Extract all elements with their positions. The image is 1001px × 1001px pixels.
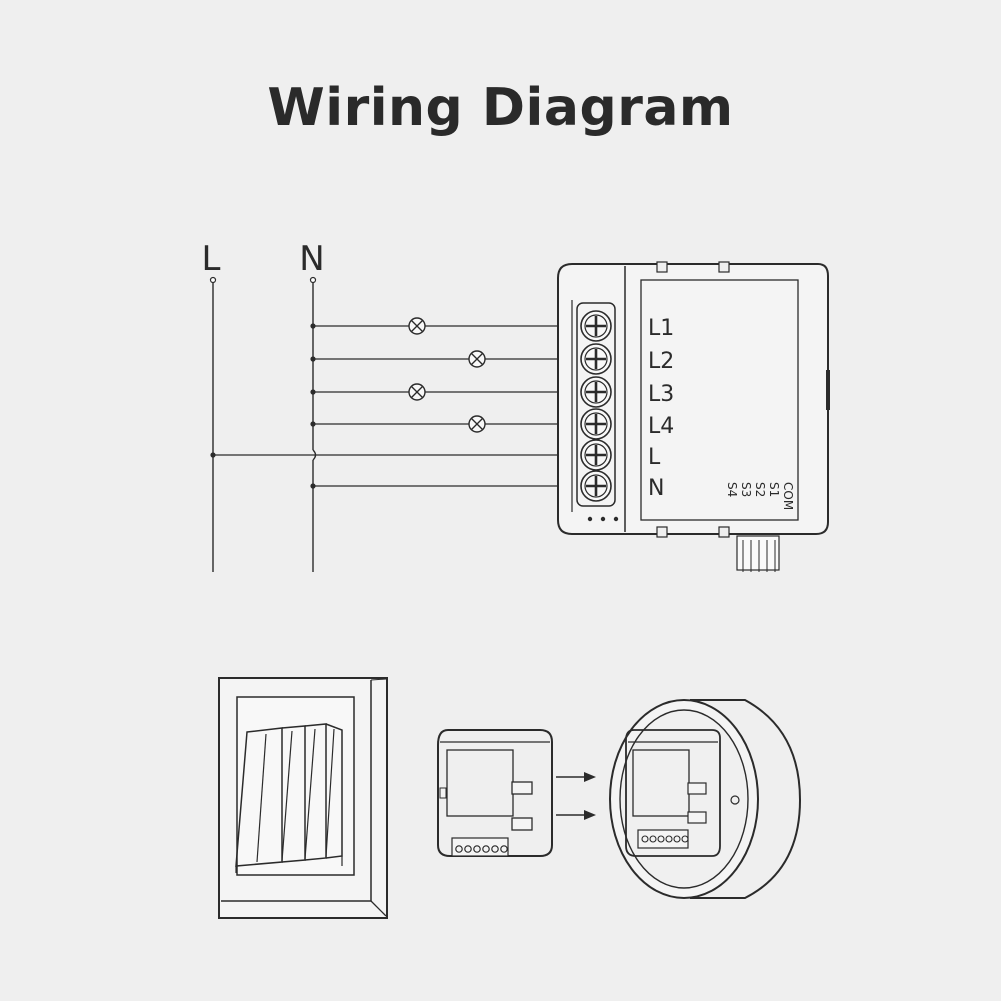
terminal-label: L4 — [648, 414, 674, 439]
branch-wire — [310, 317, 588, 335]
branch-wire — [310, 350, 588, 368]
wall-switch-illustration — [218, 677, 388, 919]
live-label: L — [202, 239, 221, 279]
branch-wire — [310, 483, 588, 489]
neutral-label: N — [299, 239, 324, 279]
switch-pin-header — [736, 535, 780, 572]
insert-arrows — [556, 772, 596, 820]
branch-wire — [310, 383, 588, 401]
wall-box-illustration — [609, 699, 802, 899]
terminal-label: L2 — [648, 349, 674, 374]
branch-wire — [310, 415, 588, 433]
terminal-screw — [580, 376, 612, 408]
lamp-icon — [468, 350, 486, 368]
switch-terminal-label: COM — [781, 482, 795, 510]
terminal-screws — [580, 310, 612, 502]
terminal-label: L — [648, 445, 661, 470]
terminal-screw — [580, 310, 612, 342]
terminal-label: L1 — [648, 316, 674, 341]
lamp-icon — [468, 415, 486, 433]
switch-terminal-label: S2 — [753, 482, 767, 497]
branch-wires — [210, 317, 588, 489]
terminal-label: L3 — [648, 382, 674, 407]
mains-wires — [209, 276, 317, 572]
switch-terminal-label: S1 — [767, 482, 781, 497]
terminal-screw — [580, 343, 612, 375]
switch-terminal-label: S3 — [739, 482, 753, 497]
page-title: Wiring Diagram — [267, 78, 734, 138]
module-illustration — [437, 729, 553, 857]
switch-terminal-label: S4 — [725, 482, 739, 497]
terminal-label: N — [648, 476, 664, 501]
lamp-icon — [408, 383, 426, 401]
branch-wire — [210, 452, 588, 458]
terminal-screw — [580, 439, 612, 471]
terminal-screw — [580, 470, 612, 502]
lamp-icon — [408, 317, 426, 335]
terminal-screw — [580, 408, 612, 440]
